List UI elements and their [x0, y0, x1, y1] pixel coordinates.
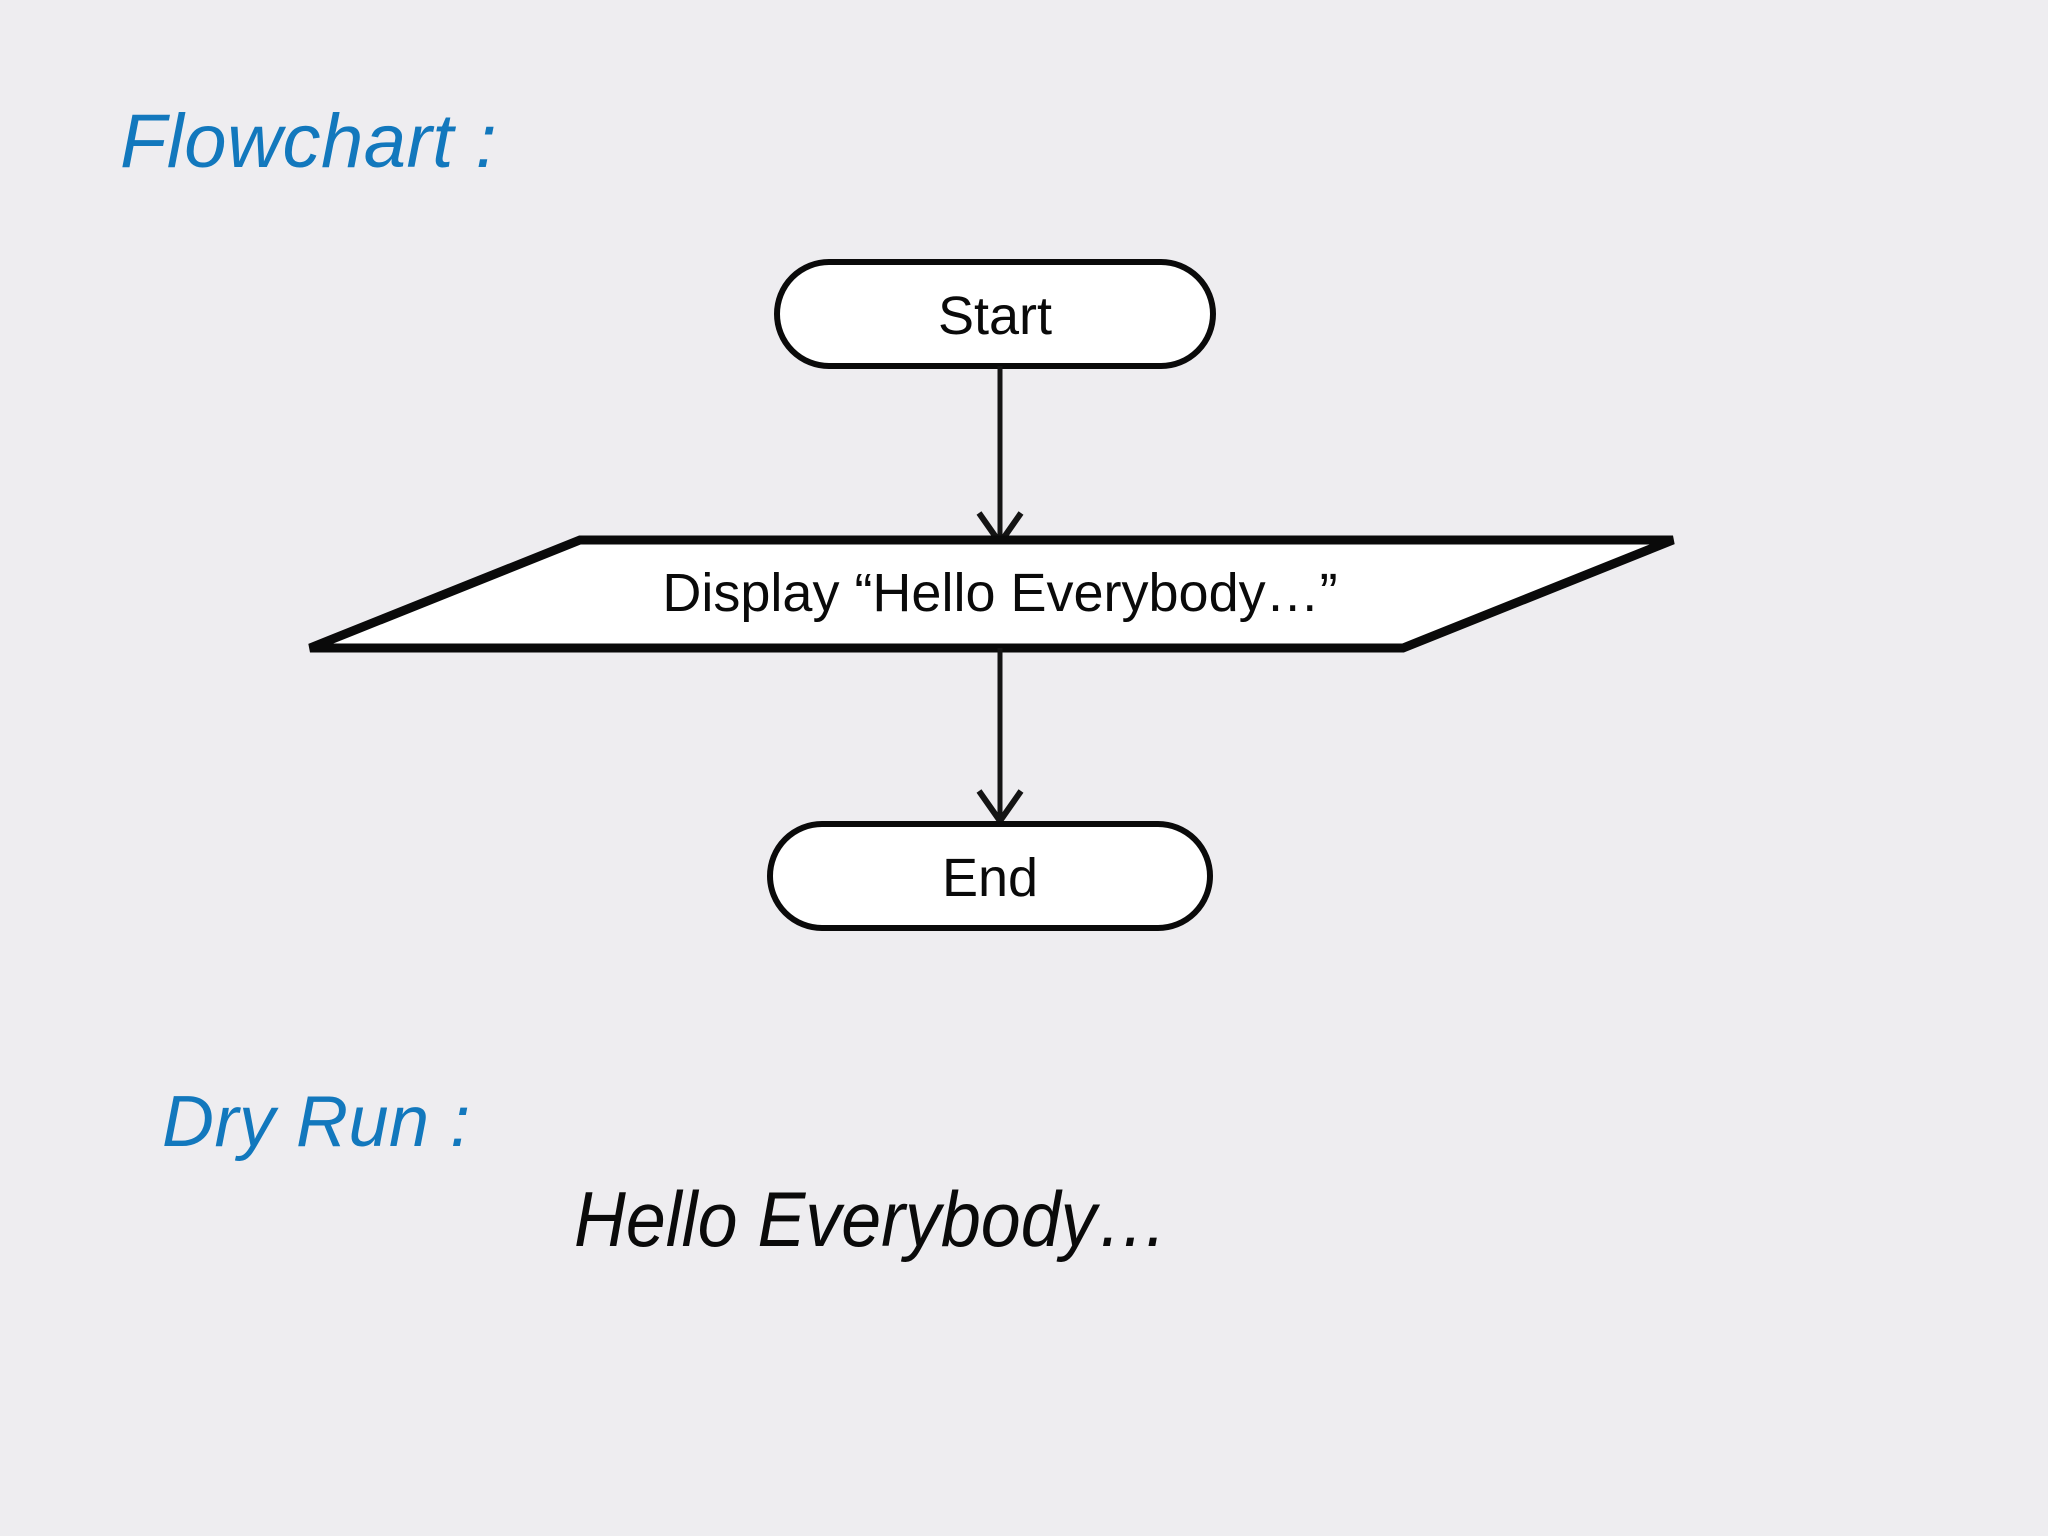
flowchart-edge-start-to-display: [976, 366, 1024, 549]
flowchart-node-end-label: End: [941, 848, 1039, 908]
flowchart-node-display-label: Display “Hello Everybody…”: [662, 563, 1338, 623]
flowchart-node-start[interactable]: [774, 259, 1216, 369]
section-title-dry-run: Dry Run :: [162, 1082, 471, 1162]
flowchart-node-start-label: Start: [937, 286, 1053, 346]
flowchart-edge-display-to-end: [976, 648, 1024, 827]
flowchart-node-display[interactable]: [308, 535, 1675, 653]
flowchart-node-end[interactable]: [767, 821, 1213, 931]
page-title-flowchart: Flowchart :: [120, 99, 498, 184]
dry-run-output-text: Hello Everybody…: [574, 1175, 1169, 1263]
